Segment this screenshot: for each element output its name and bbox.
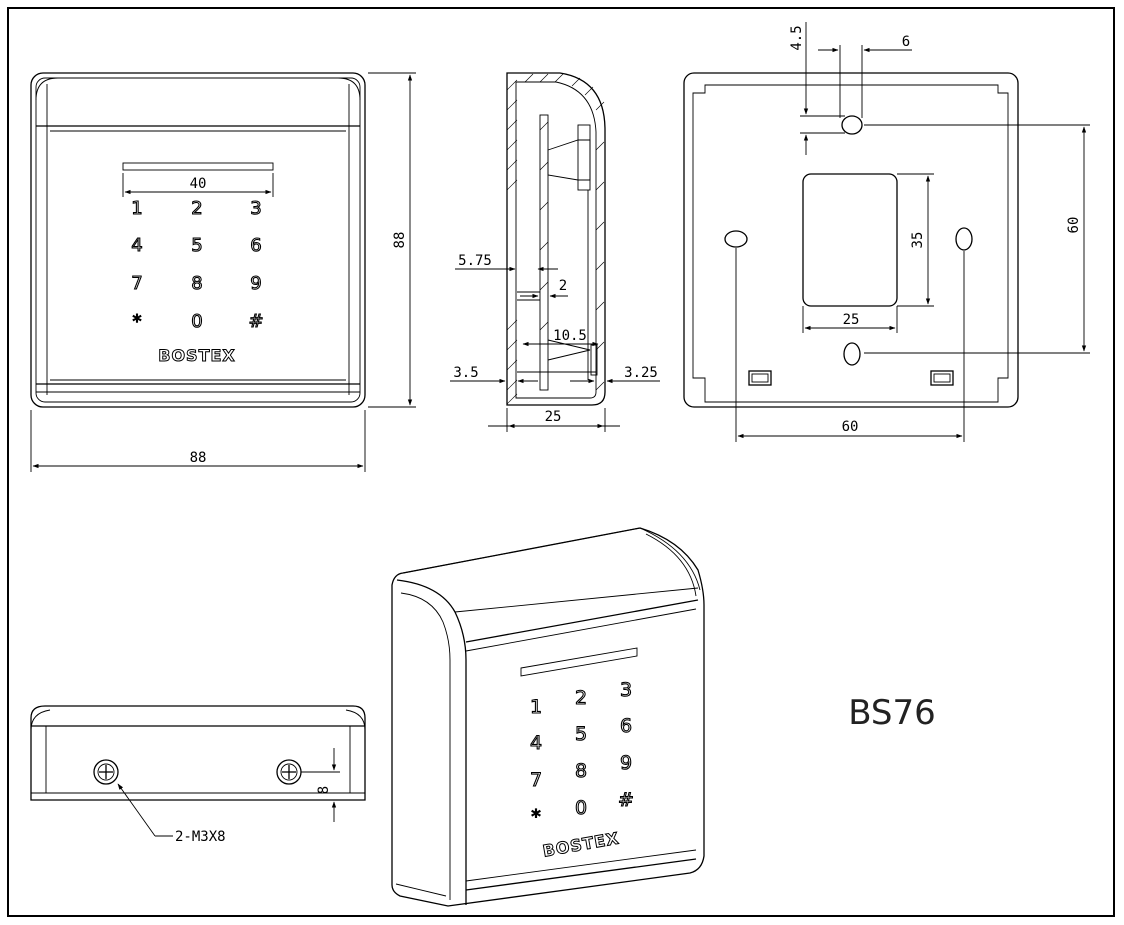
dim-6: 6 xyxy=(902,34,910,50)
front-slot xyxy=(122,162,274,171)
iso-brand-logo: BOSTEX xyxy=(541,828,621,860)
iso-key-2: 2 xyxy=(575,687,587,709)
model-label: BS76 xyxy=(848,693,936,733)
key-2: 2 xyxy=(191,198,202,219)
dim-slot-width: 40 xyxy=(190,176,207,192)
back-bottom-hole xyxy=(843,342,861,366)
back-right-hole xyxy=(955,227,973,251)
screw-right xyxy=(276,759,302,785)
section-hatching xyxy=(506,73,605,405)
dim-opening-25: 25 xyxy=(843,312,860,328)
key-3: 3 xyxy=(250,198,261,219)
dim-35: 35 xyxy=(910,232,926,249)
dim-60-horizontal: 60 xyxy=(842,419,859,435)
iso-key-1: 1 xyxy=(530,696,542,718)
key-hash: # xyxy=(248,311,263,332)
key-4: 4 xyxy=(131,235,142,256)
iso-key-5: 5 xyxy=(575,723,587,745)
front-brand-logo: BOSTEX xyxy=(158,346,236,365)
iso-key-0: 0 xyxy=(575,797,587,819)
front-keypad: 1 2 3 4 5 6 7 8 9 * 0 # xyxy=(131,197,264,332)
iso-keypad: 1 2 3 4 5 6 7 8 9 * 0 # xyxy=(529,678,634,828)
sheet-border xyxy=(7,7,1115,917)
iso-slot xyxy=(520,647,638,677)
iso-key-7: 7 xyxy=(530,769,542,791)
dim-60-vertical: 60 xyxy=(1066,217,1082,234)
back-plate xyxy=(683,72,1019,408)
bottom-view: 8 2-M3X8 xyxy=(30,705,366,845)
isometric-view: 1 2 3 4 5 6 7 8 9 * 0 # BOSTEX xyxy=(391,527,705,907)
dim-3-5: 3.5 xyxy=(453,365,478,381)
key-0: 0 xyxy=(191,311,202,332)
dim-8: 8 xyxy=(316,786,332,794)
dim-depth-25: 25 xyxy=(545,409,562,425)
iso-key-9: 9 xyxy=(620,752,632,774)
front-outer-frame xyxy=(30,72,366,408)
iso-key-star: * xyxy=(531,806,541,828)
dim-front-height: 88 xyxy=(392,232,408,249)
back-clip-left xyxy=(748,370,772,386)
side-section-view: 5.75 2 10.5 3.5 3.25 25 xyxy=(450,72,660,432)
iso-key-6: 6 xyxy=(620,715,632,737)
key-9: 9 xyxy=(250,273,261,294)
screw-left xyxy=(93,759,119,785)
dim-4-5: 4.5 xyxy=(789,25,805,50)
back-top-hole xyxy=(841,115,863,135)
dim-2: 2 xyxy=(559,278,567,294)
pcb-board xyxy=(539,114,549,391)
iso-key-3: 3 xyxy=(620,679,632,701)
iso-key-4: 4 xyxy=(530,732,542,754)
back-view: 4.5 6 60 35 25 60 xyxy=(683,22,1090,442)
iso-key-8: 8 xyxy=(575,760,587,782)
key-6: 6 xyxy=(250,235,261,256)
front-view: 1 2 3 4 5 6 7 8 9 * 0 # BOSTEX 40 88 88 xyxy=(30,72,416,472)
key-5: 5 xyxy=(191,235,202,256)
dim-3-25: 3.25 xyxy=(624,365,658,381)
key-1: 1 xyxy=(131,198,142,219)
back-left-hole xyxy=(724,230,748,248)
dim-5-75: 5.75 xyxy=(458,253,492,269)
dim-front-width: 88 xyxy=(190,450,207,466)
back-cable-opening xyxy=(802,173,898,307)
key-star: * xyxy=(133,311,142,332)
screw-spec-label: 2-M3X8 xyxy=(175,829,226,845)
iso-key-hash: # xyxy=(618,789,634,811)
key-7: 7 xyxy=(131,273,142,294)
key-8: 8 xyxy=(191,273,202,294)
back-clip-right xyxy=(930,370,954,386)
dim-10-5: 10.5 xyxy=(553,328,587,344)
